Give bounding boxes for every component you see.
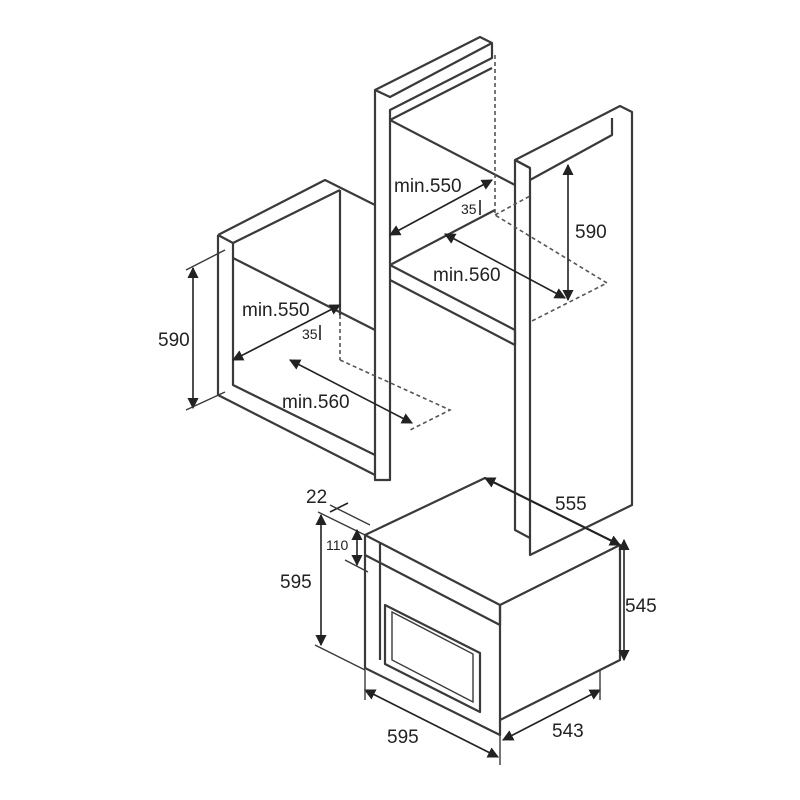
- low-35-label: 35: [302, 326, 318, 342]
- low-depth-label: min.550: [242, 300, 310, 321]
- oven-110-label: 110: [326, 537, 349, 553]
- tall-width-label: min.560: [433, 265, 501, 286]
- oven-depth-label: 555: [555, 494, 587, 515]
- low-dimensions: min.550 35 590 min.560: [158, 249, 413, 424]
- tall-dimensions: min.550 35 590 min.560: [389, 163, 607, 302]
- oven-dimensions: 22 555 110 595 545 595 543: [280, 477, 657, 765]
- oven-height-label: 595: [280, 572, 312, 593]
- oven-22-label: 22: [306, 487, 327, 508]
- tall-height-label: 590: [575, 222, 607, 243]
- tall-35-label: 35: [461, 201, 477, 217]
- tall-cabinet: [373, 35, 634, 557]
- low-height-label: 590: [158, 330, 190, 351]
- oven: [363, 476, 622, 737]
- oven-side-depth-label: 543: [552, 721, 584, 742]
- tall-depth-label: min.550: [394, 176, 462, 197]
- low-cabinet: [216, 178, 452, 476]
- oven-width-label: 595: [387, 727, 419, 748]
- oven-side-height-label: 545: [625, 596, 657, 617]
- low-width-label: min.560: [282, 392, 350, 413]
